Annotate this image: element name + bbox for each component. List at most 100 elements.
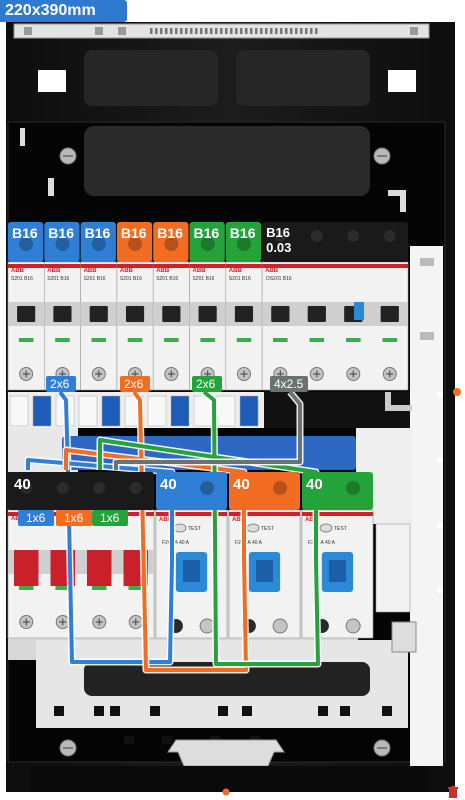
- main-switch-rating: 40: [14, 476, 31, 493]
- delete-icon[interactable]: [448, 786, 458, 798]
- right-edge-dot-1: [437, 392, 443, 398]
- breaker-toggle: [198, 306, 217, 322]
- brand-logo: ABB: [11, 268, 25, 274]
- tray-slot: [94, 706, 104, 716]
- breaker-cap: [225, 222, 262, 262]
- status-indicator: [91, 586, 107, 590]
- terminal-screw-icon: [272, 618, 288, 634]
- cap-hole-icon: [200, 481, 215, 495]
- breaker-model: S201 B16: [47, 276, 69, 282]
- cable-tag: [120, 376, 150, 392]
- resize-handle-bottom[interactable]: [222, 788, 230, 796]
- cable-tag-label: 1x6: [64, 511, 84, 525]
- breaker-model: S201 B16: [193, 276, 215, 282]
- breaker-toggle: [380, 306, 399, 322]
- screw-cross: [167, 370, 175, 378]
- top-rail-hole: [24, 27, 32, 35]
- brand-logo: ABB: [47, 268, 61, 274]
- vent-slot: [295, 28, 298, 34]
- brand-logo: ABB: [159, 517, 173, 523]
- brand-logo: ABB: [11, 516, 25, 522]
- frame-slot-left-2: [20, 128, 25, 146]
- size-label: 220x390mm: [0, 0, 127, 22]
- cap-hole-icon: [128, 237, 143, 251]
- tray-slot: [150, 706, 160, 716]
- terminal-block: [101, 395, 121, 427]
- cap-hole-icon: [274, 230, 287, 242]
- vent-slot: [305, 28, 308, 34]
- red-stripe: [153, 264, 190, 268]
- test-button: [246, 523, 260, 533]
- screw-cross: [240, 370, 248, 378]
- status-indicator: [55, 338, 70, 342]
- top-rail-hole: [118, 27, 126, 35]
- breaker-cap: [189, 222, 225, 262]
- resize-handle-right[interactable]: [453, 388, 461, 396]
- red-stripe: [116, 264, 154, 268]
- vent-slot: [250, 28, 253, 34]
- rcd-cap: [156, 472, 227, 510]
- breaker-model: S201 B16: [11, 276, 33, 282]
- status-indicator: [55, 586, 71, 590]
- breaker-toggle: [17, 306, 36, 322]
- screw-cross: [132, 618, 140, 626]
- tray-slot: [110, 706, 120, 716]
- vent-slot: [260, 28, 263, 34]
- cutout-right-top: [236, 50, 370, 106]
- breaker-cap: [8, 222, 44, 262]
- screw-cross: [386, 370, 394, 378]
- cable-tag-label: 2x6: [124, 377, 144, 391]
- breaker-rating-label: B16: [157, 225, 183, 241]
- cable-tag: [56, 510, 92, 526]
- terminal-block: [239, 395, 259, 427]
- terminal-block: [147, 395, 167, 427]
- cable-tag-label: 4x2.5: [274, 377, 304, 391]
- brand-logo: ABB: [156, 268, 170, 274]
- frame-cutout-1: [84, 126, 370, 196]
- breaker-toggle: [89, 306, 108, 322]
- screw-cross: [95, 618, 103, 626]
- breaker-model: S201 B16: [120, 276, 142, 282]
- cap-hole-icon: [93, 482, 106, 494]
- vent-slot: [185, 28, 188, 34]
- screw-cross: [95, 370, 103, 378]
- cable-tag: [18, 510, 54, 526]
- status-indicator: [91, 338, 107, 342]
- spare-device: [375, 523, 411, 613]
- red-stripe: [302, 512, 373, 516]
- red-stripe: [225, 264, 263, 268]
- rcd-rating-label: 40: [233, 476, 250, 493]
- cable-tag: [192, 376, 222, 392]
- top-rail-hole: [95, 27, 103, 35]
- status-indicator: [127, 338, 143, 342]
- breaker-toggle: [125, 306, 145, 322]
- red-stripe: [80, 264, 117, 268]
- cap-hole-icon: [91, 237, 106, 251]
- main-switch-cap: [8, 472, 154, 510]
- breaker-cap: [116, 222, 153, 262]
- vent-slot: [215, 28, 218, 34]
- status-indicator: [273, 338, 288, 342]
- red-stripe: [44, 264, 81, 268]
- vent-slot: [280, 28, 283, 34]
- main-switch-lever: [87, 550, 112, 586]
- breaker-toggle: [271, 306, 290, 322]
- brand-logo: ABB: [193, 268, 207, 274]
- main-switch-lever: [14, 550, 39, 586]
- status-indicator: [345, 338, 361, 342]
- vent-slot: [200, 28, 203, 34]
- red-stripe: [156, 512, 227, 516]
- cap-hole-icon: [236, 237, 251, 251]
- status-indicator: [309, 338, 325, 342]
- vent-slot: [315, 28, 318, 34]
- tray-slot: [340, 706, 350, 716]
- red-stripe: [262, 264, 408, 268]
- side-panel-notch-1: [420, 258, 434, 266]
- test-button: [173, 523, 187, 533]
- red-stripe: [229, 512, 300, 516]
- tray-slot: [162, 736, 172, 744]
- bottom-clamp: [167, 739, 285, 767]
- brand-logo: ABB: [120, 268, 134, 274]
- spare-terminal: [391, 621, 417, 653]
